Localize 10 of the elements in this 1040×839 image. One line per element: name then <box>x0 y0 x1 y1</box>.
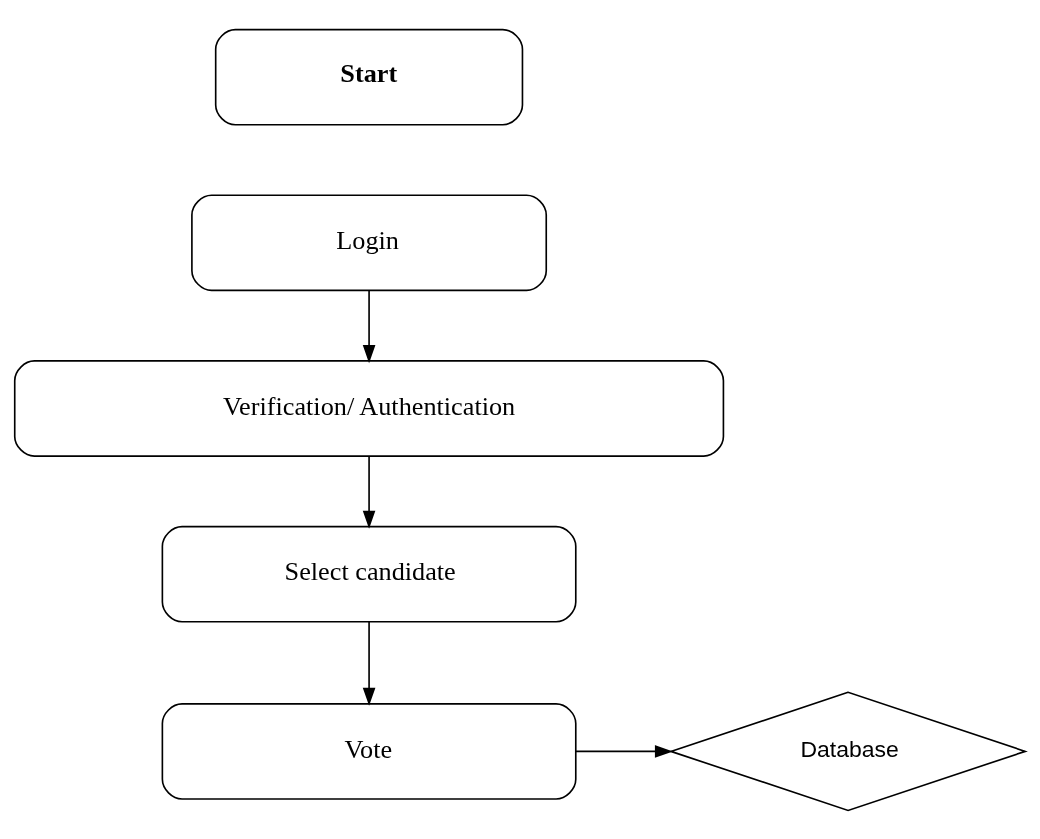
arrow <box>362 620 376 706</box>
arrow <box>362 454 376 529</box>
arrow <box>575 744 673 758</box>
node-diamond: Database <box>668 690 1028 811</box>
arrow <box>362 289 376 363</box>
node-box: Start <box>214 28 524 126</box>
node-box: Select candidate <box>161 525 577 623</box>
node-box: Vote <box>161 702 577 800</box>
node-box: Login <box>191 193 548 291</box>
node-box: Verification/ Authentication <box>13 359 725 457</box>
